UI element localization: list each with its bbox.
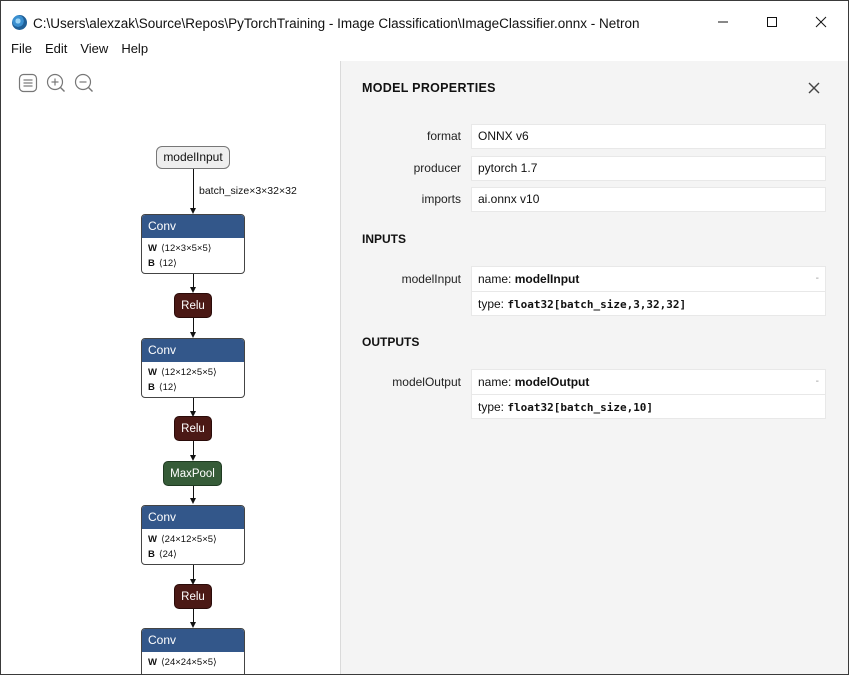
edge — [193, 274, 194, 291]
input-label: modelInput — [401, 272, 461, 286]
zoom-in-icon — [46, 73, 65, 92]
minimize-icon — [718, 21, 728, 23]
menu-help[interactable]: Help — [121, 41, 149, 56]
zoom-out-button[interactable] — [74, 73, 94, 93]
title-bar[interactable]: C:\Users\alexzak\Source\Repos\PyTorchTra… — [1, 1, 848, 35]
conv-node-title: Conv — [142, 629, 244, 652]
conv-node[interactable]: Conv W⟨24×12×5×5⟩ B⟨24⟩ — [141, 505, 245, 565]
menu-edit[interactable]: Edit — [44, 41, 68, 56]
bias-shape: ⟨12⟩ — [158, 258, 177, 269]
panel-close-button[interactable] — [807, 81, 821, 95]
menu-bar: File Edit View Help — [1, 39, 161, 61]
edge — [193, 486, 194, 502]
expand-toggle[interactable]: - — [815, 273, 819, 284]
edge — [193, 169, 194, 209]
close-button[interactable] — [798, 7, 844, 37]
close-icon — [815, 16, 827, 28]
weight-shape: ⟨24×24×5×5⟩ — [160, 657, 217, 668]
input-type: float32[batch_size,3,32,32] — [507, 298, 687, 311]
type-prefix: type: — [478, 297, 505, 311]
weight-label: W — [148, 243, 157, 254]
zoom-out-icon — [74, 73, 93, 92]
input-name: modelInput — [514, 272, 580, 286]
bias-label: B — [148, 258, 155, 269]
producer-label: producer — [413, 161, 461, 175]
panel-close-icon — [808, 82, 820, 94]
minimize-button[interactable] — [700, 7, 746, 37]
outputs-section-title: OUTPUTS — [362, 335, 420, 349]
inputs-section-title: INPUTS — [362, 232, 407, 246]
sidebar-menu-button[interactable] — [18, 73, 38, 93]
conv-node-title: Conv — [142, 215, 244, 238]
relu-node[interactable]: Relu — [174, 293, 212, 318]
input-node-label: modelInput — [163, 150, 223, 164]
edge-arrow — [189, 579, 196, 585]
bias-label: B — [148, 549, 155, 560]
window-title: C:\Users\alexzak\Source\Repos\PyTorchTra… — [33, 16, 640, 31]
model-properties-panel: MODEL PROPERTIES format ONNX v6 producer… — [340, 61, 848, 674]
output-type: float32[batch_size,10] — [507, 401, 654, 414]
weight-shape: ⟨12×3×5×5⟩ — [160, 243, 212, 254]
maxpool-node[interactable]: MaxPool — [163, 461, 222, 486]
weight-label: W — [148, 657, 157, 668]
conv-node-title: Conv — [142, 339, 244, 362]
menu-file[interactable]: File — [11, 41, 32, 56]
bias-shape: ⟨12⟩ — [158, 382, 177, 393]
panel-title: MODEL PROPERTIES — [362, 81, 496, 95]
weight-shape: ⟨24×12×5×5⟩ — [160, 534, 217, 545]
output-name: modelOutput — [514, 375, 590, 389]
bias-shape: ⟨24⟩ — [158, 549, 177, 560]
edge-label: batch_size×3×32×32 — [199, 185, 297, 197]
bias-label: B — [148, 382, 155, 393]
expand-toggle[interactable]: - — [815, 376, 819, 387]
conv-node[interactable]: Conv W⟨12×3×5×5⟩ B⟨12⟩ — [141, 214, 245, 274]
edge-arrow — [189, 622, 196, 628]
relu-node[interactable]: Relu — [174, 584, 212, 609]
imports-value[interactable]: ai.onnx v10 — [471, 187, 826, 212]
format-value[interactable]: ONNX v6 — [471, 124, 826, 149]
edge-arrow — [189, 498, 196, 504]
zoom-in-button[interactable] — [46, 73, 66, 93]
output-label: modelOutput — [392, 375, 461, 389]
edge — [193, 565, 194, 583]
input-details[interactable]: name: modelInput - type: float32[batch_s… — [471, 266, 826, 316]
conv-node-title: Conv — [142, 506, 244, 529]
menu-view[interactable]: View — [80, 41, 109, 56]
graph-canvas[interactable]: modelInput batch_size×3×32×32 Conv W⟨12×… — [1, 61, 340, 674]
conv-node[interactable]: Conv W⟨24×24×5×5⟩ — [141, 628, 245, 674]
edge-arrow — [189, 208, 196, 214]
edge — [193, 398, 194, 415]
app-icon — [12, 15, 27, 30]
type-prefix: type: — [478, 400, 505, 414]
format-label: format — [426, 129, 461, 143]
edge-arrow — [189, 455, 196, 461]
output-details[interactable]: name: modelOutput - type: float32[batch_… — [471, 369, 826, 419]
producer-value[interactable]: pytorch 1.7 — [471, 156, 826, 181]
edge-arrow — [189, 332, 196, 338]
maximize-button[interactable] — [749, 7, 795, 37]
input-node[interactable]: modelInput — [156, 146, 230, 169]
name-prefix: name: — [478, 375, 512, 389]
name-prefix: name: — [478, 272, 512, 286]
edge — [193, 441, 194, 459]
edge — [193, 609, 194, 626]
edge — [193, 318, 194, 336]
imports-label: imports — [421, 192, 461, 206]
edge-arrow — [189, 411, 196, 417]
conv-node[interactable]: Conv W⟨12×12×5×5⟩ B⟨12⟩ — [141, 338, 245, 398]
relu-node[interactable]: Relu — [174, 416, 212, 441]
weight-label: W — [148, 534, 157, 545]
weight-shape: ⟨12×12×5×5⟩ — [160, 367, 217, 378]
weight-label: W — [148, 367, 157, 378]
maximize-icon — [767, 17, 777, 27]
sidebar-menu-icon — [18, 73, 38, 93]
edge-arrow — [189, 287, 196, 293]
